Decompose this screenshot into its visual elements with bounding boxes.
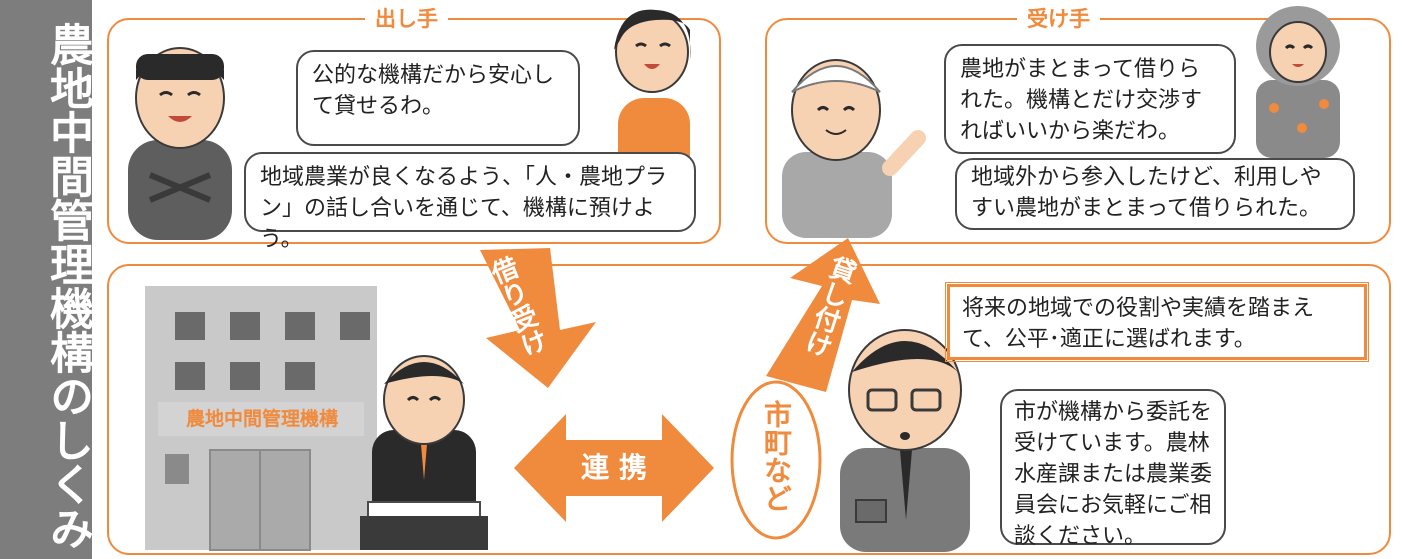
headband-farmer-icon xyxy=(782,59,926,238)
building-sign-plate xyxy=(158,402,364,436)
speech-bubble-official: 市が機構から委託を受けています。農林水産課または農業委員会にお気軽にご相談くださ… xyxy=(1000,389,1226,549)
municipality-label: 市町など xyxy=(760,400,793,512)
speech-text: 地域外から参入したけど、利用しやすい農地がまとまって借りられた。 xyxy=(971,165,1322,221)
note-text: 将来の地域での役割や実績を踏まえて、公平･適正に選ばれます。 xyxy=(962,296,1315,352)
building-sign: 農地中間管理機構 xyxy=(185,408,338,430)
sidebar: 農地中間管理機構のしくみ xyxy=(0,0,93,559)
coop-arrow xyxy=(514,414,714,522)
borrow-arrow xyxy=(480,248,596,388)
farmer-man-icon xyxy=(128,47,232,240)
lend-arrow xyxy=(766,238,880,392)
coop-label: 連 携 xyxy=(581,451,647,484)
speech-bubble-borrower-man: 地域外から参入したけど、利用しやすい農地がまとまって借りられた。 xyxy=(955,158,1355,230)
official-icon xyxy=(840,329,970,552)
speech-text: 市が機構から委託を受けています。農林水産課または農業委員会にお気軽にご相談くださ… xyxy=(1014,400,1213,549)
borrower-panel-label: 受け手 xyxy=(1017,6,1100,32)
municipality-oval xyxy=(730,380,822,540)
speech-text: 地域農業が良くなるよう、「人・農地プラン」の話し合いを通じて、機構に預けよう。 xyxy=(260,165,668,252)
speech-bubble-lender-man: 地域農業が良くなるよう、「人・農地プラン」の話し合いを通じて、機構に預けよう。 xyxy=(244,152,696,252)
speech-text: 農地がまとまって借りられた。機構とだけ交渉すればいいから楽だわ。 xyxy=(960,57,1203,144)
page-title: 農地中間管理機構のしくみ xyxy=(42,22,93,550)
clerk-icon xyxy=(360,355,488,550)
speech-bubble-borrower-woman: 農地がまとまって借りられた。機構とだけ交渉すればいいから楽だわ。 xyxy=(944,44,1236,154)
speech-bubble-lender-woman: 公的な機構だから安心して貸せるわ。 xyxy=(296,50,580,146)
speech-text: 公的な機構だから安心して貸せるわ。 xyxy=(312,63,555,119)
selection-note: 将来の地域での役割や実績を踏まえて、公平･適正に選ばれます。 xyxy=(945,282,1369,362)
lender-panel-label: 出し手 xyxy=(365,6,448,32)
bonnet-woman-icon xyxy=(1256,6,1340,158)
